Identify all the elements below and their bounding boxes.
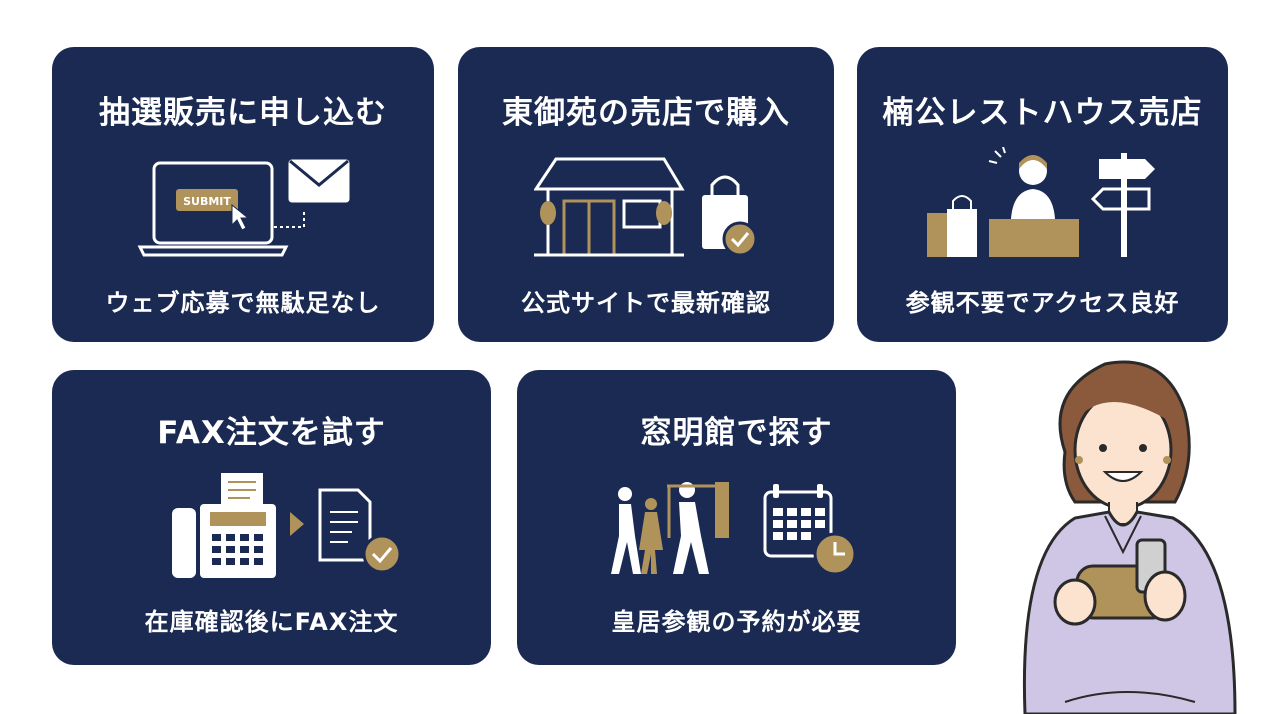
rest-house-illustration: [927, 147, 1155, 257]
submit-button-graphic: [176, 189, 238, 211]
shopping-bag-icon: [927, 195, 977, 257]
card-subtitle: 皇居参観の予約が必要: [611, 608, 862, 636]
document-check-icon: [318, 488, 402, 574]
card-subtitle: ウェブ応募で無駄足なし: [105, 289, 381, 317]
card-subtitle: 参観不要でアクセス良好: [905, 289, 1180, 317]
shop-illustration: [534, 157, 758, 257]
walking-people-icon: [611, 482, 709, 574]
clerk-at-counter-icon: [988, 147, 1079, 257]
laptop-icon: [137, 161, 289, 257]
signpost-icon: [1090, 153, 1155, 257]
card-title: 窓明館で探す: [640, 415, 833, 451]
card-lottery-sale: 抽選販売に申し込む SUBMIT ウェブ応募で無駄足なし: [52, 47, 434, 342]
card-east-garden-shop: 東御苑の売店で購入 公式サイトで最新確認: [458, 47, 834, 342]
card-title: 東御苑の売店で購入: [502, 95, 790, 131]
card-kusunoki-rest-house: 楠公レストハウス売店 参観不要でアクセス良好: [857, 47, 1228, 342]
gate-icon: [667, 482, 729, 538]
card-title: 楠公レストハウス売店: [882, 95, 1203, 131]
card-title: 抽選販売に申し込む: [99, 95, 387, 131]
arrow-right-icon: [290, 512, 304, 536]
shop-icon: [534, 157, 685, 257]
submit-label: SUBMIT: [183, 195, 231, 208]
calendar-clock-icon: [763, 484, 857, 576]
card-someikan: 窓明館で探す 皇居参観の予約が必要: [517, 370, 956, 665]
card-fax-order: FAX注文を試す 在庫確認後にFAX注文: [52, 370, 491, 665]
fax-illustration: [172, 471, 402, 578]
cursor-icon: [231, 203, 250, 231]
card-title: FAX注文を試す: [157, 415, 386, 451]
card-subtitle: 公式サイトで最新確認: [521, 289, 771, 317]
fax-machine-icon: [172, 471, 276, 578]
woman-with-wallet-illustration: [1022, 360, 1237, 714]
envelope-icon: [288, 159, 350, 203]
shopping-bag-check-icon: [702, 175, 758, 257]
card-subtitle: 在庫確認後にFAX注文: [144, 608, 399, 636]
laptop-submit-illustration: SUBMIT: [137, 159, 350, 257]
palace-tour-illustration: [611, 482, 857, 576]
